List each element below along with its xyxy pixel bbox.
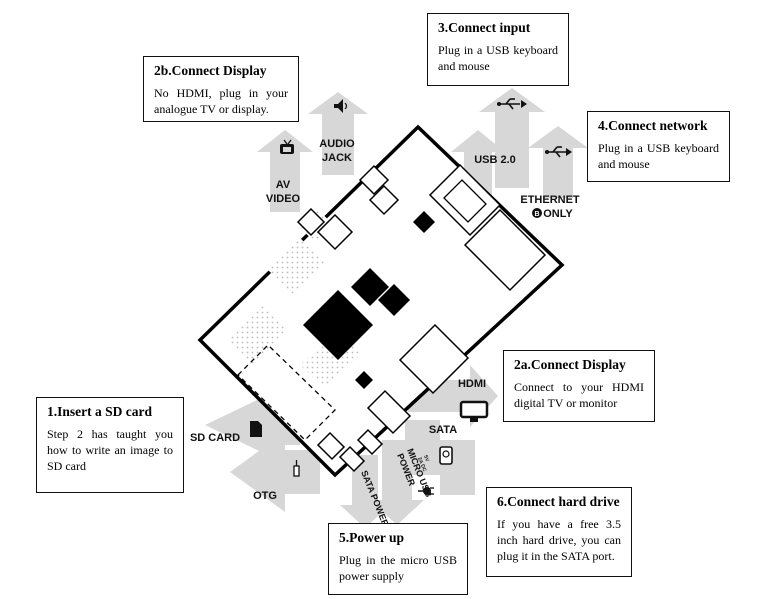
soc-chip — [303, 290, 373, 360]
ethernet-arrow — [528, 126, 588, 198]
callout-title: 4.Connect network — [598, 118, 708, 133]
sata-power-port — [338, 445, 366, 473]
ethernet-port — [463, 208, 547, 292]
otg-plug-icon — [293, 460, 300, 477]
monitor-icon — [459, 400, 489, 422]
ram-chip — [351, 268, 389, 306]
callout-desc: Connect to your HDMI digital TV or monit… — [514, 380, 644, 410]
ethernet-label: ETHERNET — [520, 194, 580, 206]
svg-text:ONLY: ONLY — [543, 208, 573, 220]
otg-arrow — [230, 432, 320, 512]
power-plug-icon — [418, 487, 434, 495]
sata-label: SATA — [429, 424, 457, 436]
micro-usb-port — [356, 428, 384, 456]
svg-text:JACK: JACK — [322, 152, 352, 164]
micro-usb-arrow — [370, 440, 424, 525]
chip-small — [413, 211, 435, 233]
callout-connect-display-av: 2b.Connect Display No HDMI, plug in your… — [143, 56, 299, 122]
sata-port — [366, 389, 412, 435]
ethernet-b-badge — [532, 208, 542, 218]
svg-text:5V: 5V — [422, 455, 430, 464]
callout-connect-hdd: 6.Connect hard drive If you have a free … — [486, 487, 632, 577]
callout-insert-sd: 1.Insert a SD card Step 2 has taught you… — [36, 397, 184, 493]
svg-text:VIDEO: VIDEO — [266, 193, 301, 205]
svg-text:B: B — [534, 211, 539, 218]
callout-desc: If you have a free 3.5 inch hard drive, … — [497, 517, 621, 563]
callout-title: 2a.Connect Display — [514, 357, 626, 372]
callout-desc: Plug in the micro USB power supply — [339, 553, 457, 583]
hdmi-label: HDMI — [458, 378, 486, 390]
callout-connect-input: 3.Connect input Plug in a USB keyboard a… — [427, 13, 569, 86]
sd-card-icon — [250, 421, 262, 437]
audio-port — [358, 164, 390, 196]
callout-desc: No HDMI, plug in your analogue TV or dis… — [154, 86, 288, 116]
usb-icon — [497, 98, 527, 110]
hdmi-port — [398, 323, 470, 395]
usb-label: USB 2.0 — [474, 154, 516, 166]
av-label: AV — [276, 179, 291, 191]
audio-arrow — [308, 92, 368, 175]
callout-desc: Step 2 has taught you how to write an im… — [47, 427, 173, 473]
otg-label: OTG — [253, 490, 277, 502]
otg-port — [316, 431, 346, 461]
av-port — [296, 207, 326, 237]
sata-power-arrow — [340, 455, 390, 528]
chip-tiny — [355, 371, 373, 389]
usb-icon-2 — [545, 146, 572, 158]
speaker-icon — [334, 99, 348, 113]
usb-arrow-right — [479, 88, 545, 188]
callout-desc: Plug in a USB keyboard and mouse — [438, 43, 558, 73]
callout-title: 6.Connect hard drive — [497, 494, 620, 509]
callout-desc: Plug in a USB keyboard and mouse — [598, 141, 719, 171]
svg-text:2A DC: 2A DC — [416, 457, 427, 473]
hard-drive-icon — [439, 446, 453, 465]
callout-title: 1.Insert a SD card — [47, 404, 152, 419]
callout-title: 3.Connect input — [438, 20, 531, 35]
av-arrow — [257, 130, 313, 212]
callout-connect-display-hdmi: 2a.Connect Display Connect to your HDMI … — [503, 350, 655, 422]
callout-connect-network: 4.Connect network Plug in a USB keyboard… — [587, 111, 730, 182]
board — [197, 124, 565, 478]
audio-label: AUDIO — [319, 138, 355, 150]
callout-title: 2b.Connect Display — [154, 63, 267, 78]
sd-label: SD CARD — [190, 432, 240, 444]
callout-title: 5.Power up — [339, 530, 405, 545]
tv-icon — [280, 139, 294, 154]
callout-power-up: 5.Power up Plug in the micro USB power s… — [328, 523, 468, 595]
chip-2 — [378, 284, 410, 316]
